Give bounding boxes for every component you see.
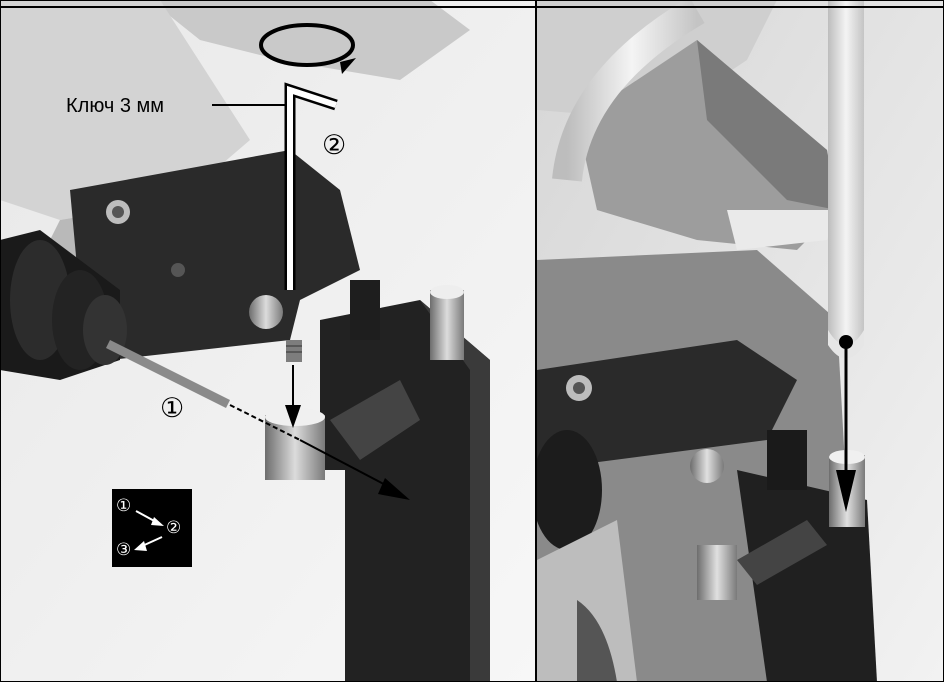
right-annotations — [836, 335, 856, 512]
tool-size-label: Ключ 3 мм — [66, 95, 165, 117]
down-arrow-icon — [836, 335, 856, 512]
hex-key-icon — [284, 82, 338, 290]
step-order-legend: ① ② ③ — [112, 489, 192, 567]
right-photo-panel — [537, 0, 944, 682]
legend-step-two: ② — [166, 518, 182, 537]
legend-arrows — [134, 510, 164, 551]
left-photo — [0, 0, 535, 682]
step-two-marker: ② — [322, 130, 347, 160]
left-photo-panel: Ключ 3 мм ② ① ① ② ③ — [0, 0, 535, 682]
legend-step-three: ③ — [116, 540, 132, 559]
down-arrow-icon — [285, 365, 301, 428]
panel-divider — [535, 0, 537, 682]
step-one-marker: ① — [160, 393, 185, 423]
left-annotations — [212, 23, 410, 500]
right-photo — [537, 0, 944, 682]
legend-step-one: ① — [116, 496, 132, 515]
diagonal-arrow-icon — [229, 404, 410, 500]
top-rule — [0, 6, 944, 8]
rotate-arrow-icon — [259, 23, 356, 74]
